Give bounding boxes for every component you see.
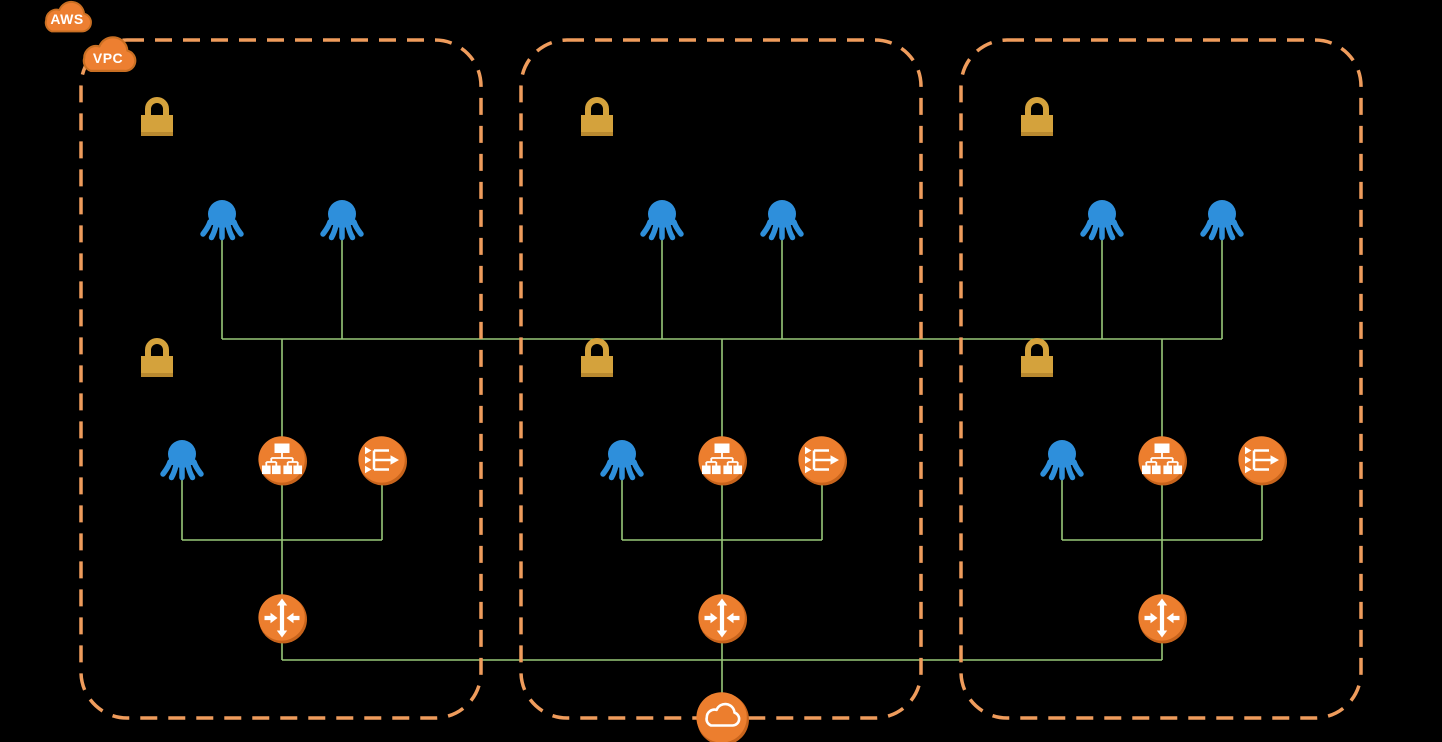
vpc-zone-3 [959, 38, 1363, 720]
octopus-icon [763, 200, 801, 238]
lock-icon [1021, 100, 1053, 136]
octopus-icon [603, 440, 641, 478]
octopus-icon [1043, 440, 1081, 478]
octopus-icon [203, 200, 241, 238]
load-balancer-icon [1238, 436, 1287, 485]
cluster-tree-icon [258, 436, 307, 485]
overlay-layer: AWS VPC [44, 0, 751, 742]
octopus-icon [323, 200, 361, 238]
lock-icon [581, 100, 613, 136]
lock-icon [581, 341, 613, 377]
octopus-icon [1083, 200, 1121, 238]
vpc-boundary [79, 38, 483, 720]
router-icon [698, 594, 747, 643]
connector-lines [181, 240, 1263, 693]
vpc-boundary [959, 38, 1363, 720]
cluster-tree-icon [698, 436, 747, 485]
lock-icon [141, 100, 173, 136]
cluster-tree-icon [1138, 436, 1187, 485]
octopus-icon [163, 440, 201, 478]
load-balancer-icon [358, 436, 407, 485]
vpc-badge-label: VPC [93, 50, 123, 66]
aws-badge-label: AWS [50, 11, 83, 27]
aws-cloud-badge: AWS [44, 0, 92, 33]
vpc-zone-2 [519, 38, 923, 720]
octopus-icon [643, 200, 681, 238]
lock-icon [141, 341, 173, 377]
vpc-zones [79, 38, 1363, 720]
octopus-icon [1203, 200, 1241, 238]
router-icon [1138, 594, 1187, 643]
internet-gateway-icon [695, 690, 751, 742]
load-balancer-icon [798, 436, 847, 485]
vpc-cloud-badge: VPC [82, 36, 137, 72]
lock-icon [1021, 341, 1053, 377]
router-icon [258, 594, 307, 643]
vpc-zone-1 [79, 38, 483, 720]
